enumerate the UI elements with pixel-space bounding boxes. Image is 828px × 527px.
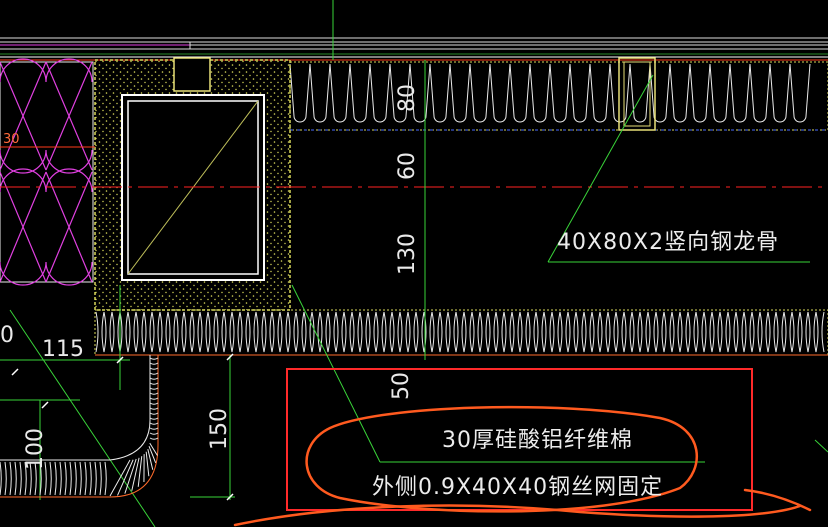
orange-annotation <box>233 405 812 527</box>
dim-60: 60 <box>395 152 420 180</box>
insulation-label-line1: 30厚硅酸铝纤维棉 <box>442 428 633 453</box>
insulation-label-line2: 外侧0.9X40X40钢丝网固定 <box>372 475 663 500</box>
dim-30: 30 <box>3 132 20 147</box>
flexible-insulation <box>0 355 159 498</box>
lower-insulation-layer <box>94 309 828 356</box>
dim-150: 150 <box>207 408 232 450</box>
dim-100: 100 <box>23 428 48 470</box>
upper-insulation-layer <box>289 61 828 131</box>
dim-115: 115 <box>42 337 84 362</box>
dim-130: 130 <box>395 233 420 275</box>
dim-0: 0 <box>0 323 14 348</box>
dim-50: 50 <box>389 372 414 400</box>
left-insulation-pink <box>0 58 94 286</box>
dim-80: 80 <box>395 84 420 112</box>
dimension-ticks <box>11 353 234 501</box>
steel-keel-label: 40X80X2竖向钢龙骨 <box>557 230 779 255</box>
top-wall-layers <box>0 37 828 61</box>
steel-keel-right <box>618 57 656 131</box>
